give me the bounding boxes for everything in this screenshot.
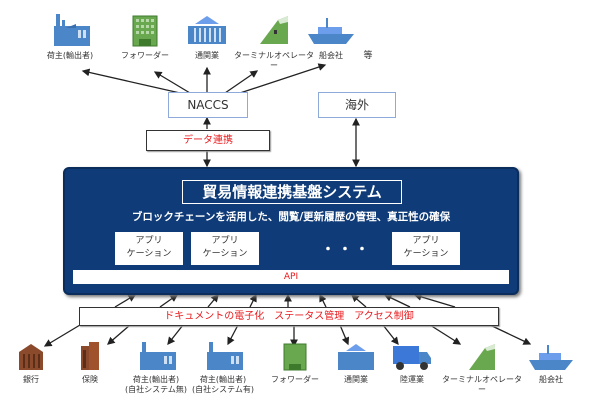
bottom-actor-bank: 銀行	[10, 342, 52, 385]
top-actor-label: フォワーダー	[121, 51, 169, 60]
factory-icon	[207, 342, 243, 370]
top-actor-forwarder: フォワーダー	[120, 14, 170, 61]
platform-title: 貿易情報連携基盤システム	[182, 180, 402, 204]
bottom-actor-forwarder: フォワーダー	[270, 342, 320, 385]
terminal-icon	[260, 16, 288, 44]
top-actor-label: 荷主(輸出者)	[46, 51, 94, 60]
top-etc-label: 等	[363, 51, 373, 61]
government-building-icon	[338, 344, 374, 370]
office-building-icon	[283, 343, 307, 371]
top-actor-shipping-company: 船会社	[306, 14, 356, 61]
bottom-actor-insurance: 保険	[70, 342, 110, 385]
top-actor-label: 船会社	[319, 51, 343, 60]
more-apps-ellipsis: ・・・	[321, 242, 372, 258]
top-actor-terminal-operator: ターミナルオペレーター	[232, 14, 316, 71]
api-bar: API	[73, 270, 509, 284]
arrow	[81, 68, 181, 94]
bottom-actor-customs: 通関業	[334, 342, 378, 385]
top-actor-shipper: 荷主(輸出者)	[42, 14, 98, 61]
terminal-icon	[469, 344, 495, 370]
top-actor-customs: 通関業	[182, 14, 232, 61]
data-link-box: データ連携	[146, 130, 270, 151]
bottom-actor-shipper-with-system: 荷主(輸出者) (自社システム有)	[190, 342, 256, 395]
trade-platform-system: 貿易情報連携基盤システム ブロックチェーンを活用した、閲覧/更新履歴の管理、真正…	[63, 167, 519, 295]
bottom-actor-shipping-company: 船会社	[524, 342, 578, 385]
application-box: アプリ ケーション	[392, 232, 460, 265]
application-box: アプリ ケーション	[115, 232, 183, 265]
ship-icon	[529, 345, 573, 370]
features-bar: ドキュメントの電子化 ステータス管理 アクセス制御	[79, 307, 499, 326]
factory-icon	[140, 342, 176, 370]
naccs-box: NACCS	[168, 92, 248, 118]
bottom-actor-shipper-no-system: 荷主(輸出者) (自社システム無)	[124, 342, 188, 395]
bank-icon	[19, 344, 43, 370]
bottom-actor-terminal-operator: ターミナルオペレーター	[440, 342, 524, 395]
bottom-actor-land-transport: 陸運業	[390, 342, 434, 385]
platform-subtitle: ブロックチェーンを活用した、閲覧/更新履歴の管理、真正性の確保	[131, 211, 451, 223]
overseas-box: 海外	[318, 92, 396, 118]
application-box: アプリ ケーション	[191, 232, 259, 265]
factory-icon	[54, 14, 90, 46]
arrow	[224, 70, 259, 94]
government-building-icon	[188, 16, 226, 44]
ship-icon	[308, 18, 354, 44]
insurance-building-icon	[81, 342, 99, 370]
top-actor-label: ターミナルオペレーター	[234, 51, 314, 70]
office-building-icon	[132, 15, 158, 47]
arrow	[153, 71, 191, 94]
truck-icon	[393, 346, 431, 370]
top-actor-label: 通関業	[195, 51, 219, 60]
